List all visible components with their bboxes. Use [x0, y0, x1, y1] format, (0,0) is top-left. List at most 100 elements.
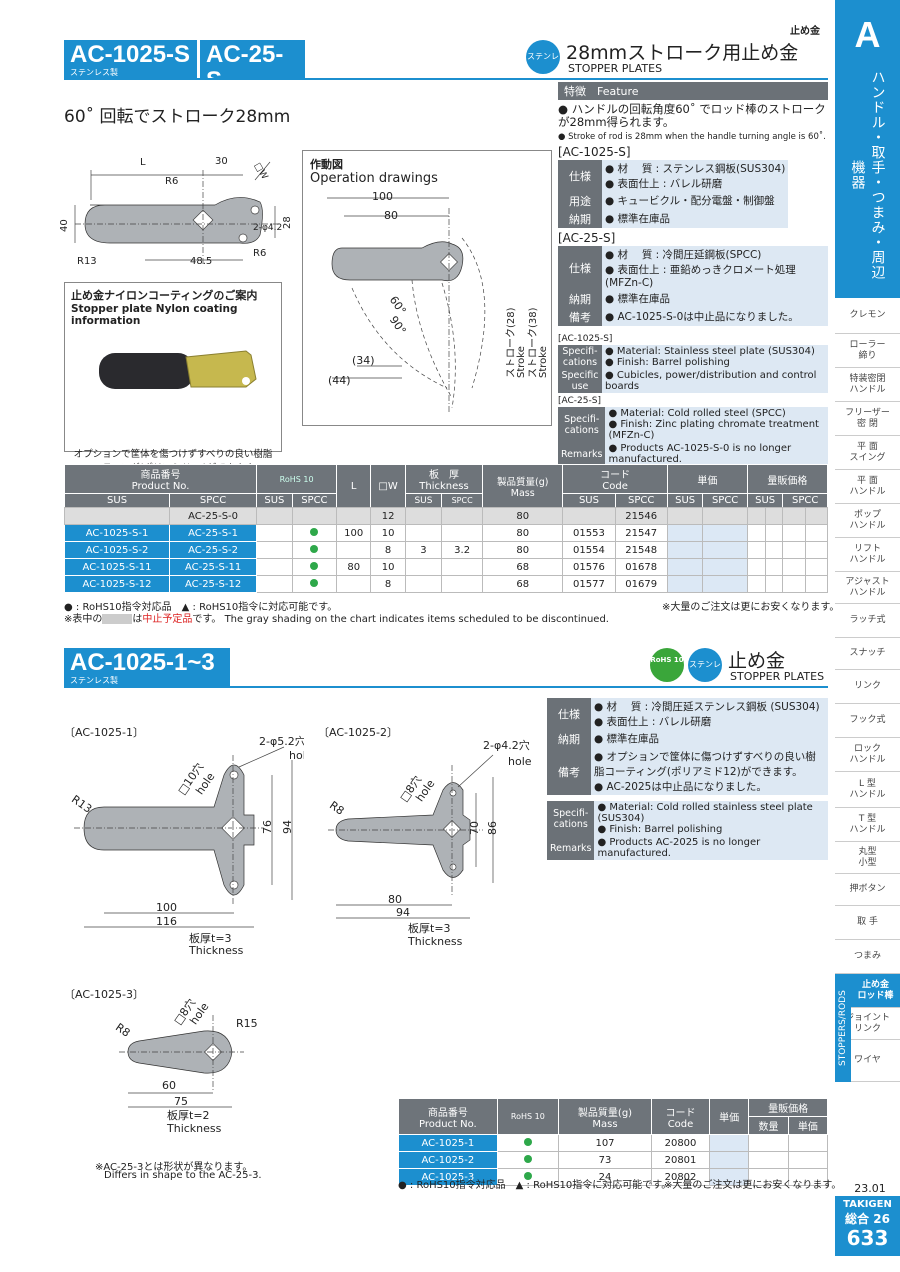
cell-W: 10	[370, 558, 406, 576]
sidebar-item-12[interactable]: フック式	[835, 704, 900, 738]
cell-W: 8	[370, 541, 406, 559]
sidebar-item-2[interactable]: 特装密閉 ハンドル	[835, 368, 900, 402]
sidebar-item-17[interactable]: 押ボタン	[835, 874, 900, 906]
cell-code-spcc: 21547	[614, 524, 668, 542]
cell-rohs	[496, 1134, 559, 1152]
spec-line: ● Finish: Barrel polishing	[605, 357, 730, 368]
sidebar-item-0[interactable]: クレモン	[835, 298, 900, 334]
d3-label: 〔AC-1025-3〕	[64, 988, 144, 1001]
cell-th-spcc	[441, 575, 484, 593]
th-volume: 量販価格	[746, 464, 829, 494]
d3-w1: 60	[162, 1079, 176, 1092]
sidebar-date: 23.01	[854, 1182, 886, 1195]
op-dim-100: 100	[372, 190, 393, 203]
cell-code-sus: 01554	[562, 541, 616, 559]
cell-price-sus	[666, 524, 704, 542]
spec-line: ● 材 質 : 冷間圧延鋼板(SPCC)	[605, 249, 762, 261]
catalog-volume: 総合 26	[845, 1212, 890, 1226]
sidebar-item-7[interactable]: リフト ハンドル	[835, 538, 900, 572]
cell-code-spcc: 01679	[614, 575, 668, 593]
t2-th-rohs: RoHS 10	[496, 1098, 559, 1135]
sidebar-item-13[interactable]: ロック ハンドル	[835, 738, 900, 772]
sidebar-item-5[interactable]: 平 面 ハンドル	[835, 470, 900, 504]
sidebar-item-6[interactable]: ポップ ハンドル	[835, 504, 900, 538]
sidebar-item-10[interactable]: スナッチ	[835, 638, 900, 670]
spec-line: ● Material: Cold rolled stainless steel …	[597, 802, 813, 824]
cell-price-spcc	[702, 575, 748, 593]
sidebar-item-18[interactable]: 取 手	[835, 906, 900, 940]
t2-th-up: 単価	[787, 1116, 829, 1135]
spec-line: ● 標準在庫品	[594, 733, 659, 745]
sidebar-item-1[interactable]: ローラー 締り	[835, 334, 900, 368]
sidebar-item-21[interactable]: ジョイント リンク	[835, 1008, 900, 1040]
product-title-en: STOPPER PLATES	[568, 62, 663, 75]
operation-drawing: 100 80 60° 90° (34) (44) ストローク(28) Strok…	[327, 190, 549, 413]
cell-rohs-sus	[256, 524, 293, 542]
feature-jp: ● ハンドルの回転角度60˚ でロッド棒のストロークが28mm得られます。	[558, 102, 826, 129]
cell-sus	[63, 507, 171, 525]
title-rule	[64, 78, 828, 80]
cell-code-sus: 01576	[562, 558, 616, 576]
cell-th-sus	[404, 507, 443, 525]
sidebar-item-14[interactable]: L 型 ハンドル	[835, 772, 900, 808]
cell-rohs-spcc	[291, 558, 338, 576]
spec-line: ● Finish: Barrel polishing	[597, 824, 723, 835]
spec-key: 備考	[547, 748, 591, 795]
spec-key: Remarks	[558, 442, 606, 466]
sidebar-item-9[interactable]: ラッチ式	[835, 604, 900, 638]
th-spcc: SPCC	[169, 493, 258, 508]
spec-head-spcc: [AC-25-S]	[558, 231, 616, 245]
cell-L: 100	[336, 524, 372, 542]
cell-price-sus	[666, 541, 704, 559]
cell-code-sus: 01553	[562, 524, 616, 542]
spec-key: Specific use	[558, 369, 602, 393]
brand: TAKIGEN	[843, 1199, 892, 1210]
cell-code-spcc: 01678	[614, 558, 668, 576]
title-ac25s: AC-25-S 鉄製	[200, 40, 305, 103]
sidebar-item-15[interactable]: T 型 ハンドル	[835, 808, 900, 842]
title-ac1025-1-3: AC-1025-1~3 ステンレス製	[64, 648, 230, 686]
th-sus: SUS	[63, 493, 171, 508]
cell-rohs-spcc	[291, 575, 338, 593]
cell-th-sus	[404, 558, 443, 576]
spec-line: ● AC-2025は中止品になりました。	[594, 781, 767, 793]
sidebar-item-19[interactable]: つまみ	[835, 940, 900, 974]
dim-28: 28	[282, 216, 293, 229]
rohs-badge: RoHS 10	[650, 648, 684, 682]
sidebar-active-vertical: STOPPERS/RODS	[835, 974, 851, 1082]
rohs-dot	[310, 527, 319, 536]
cell-th-spcc	[441, 524, 484, 542]
sidebar-item-20[interactable]: 止め金 ロッド棒	[851, 974, 900, 1008]
sidebar-item-3[interactable]: フリーザー 密 閉	[835, 402, 900, 436]
cell-th-sus	[404, 524, 443, 542]
d1-h2: 94	[281, 820, 294, 834]
cell-rohs	[496, 1151, 559, 1169]
d3-t: 板厚t=2	[167, 1108, 210, 1122]
cell-mass: 24	[557, 1168, 653, 1186]
d1-w2: 116	[156, 915, 177, 928]
d1-w1: 100	[156, 901, 177, 914]
th-code-spcc: SPCC	[614, 493, 668, 508]
feature-header: 特徴 Feature	[558, 82, 828, 100]
d2-h2: 86	[486, 821, 499, 835]
cell-price-sus	[666, 558, 704, 576]
sidebar-item-4[interactable]: 平 面 スイング	[835, 436, 900, 470]
sidebar-item-11[interactable]: リンク	[835, 670, 900, 704]
d3-ten: Thickness	[166, 1122, 222, 1135]
sidebar-item-8[interactable]: アジャスト ハンドル	[835, 572, 900, 604]
d2-hole: hole	[508, 755, 532, 768]
spec-key: 仕様	[547, 698, 591, 730]
nylon-photo	[99, 350, 257, 389]
cell-th-spcc: 3.2	[441, 541, 484, 559]
rohs-dot	[523, 1137, 532, 1146]
table2-legend: ● : RoHS10指令対応品 ▲ : RoHS10指令に対応可能です。	[398, 1180, 672, 1191]
sidebar-item-22[interactable]: ワイヤ	[835, 1040, 900, 1082]
bottom-spec-panel: 仕様● 材 質 : 冷間圧延ステンレス鋼板 (SUS304)● 表面仕上 : バ…	[547, 698, 828, 860]
spec-key: 納期	[558, 210, 602, 228]
sidebar-item-16[interactable]: 丸型 小型	[835, 842, 900, 874]
